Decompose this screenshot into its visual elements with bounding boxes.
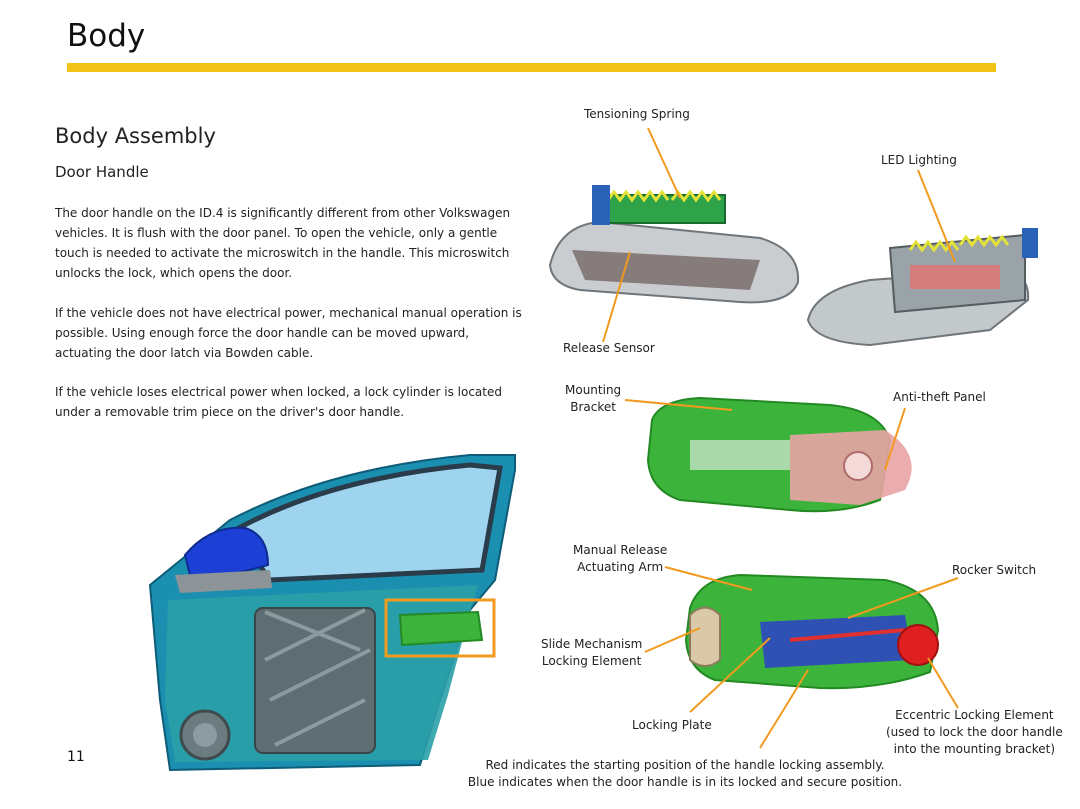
- figure-caption: Red indicates the starting position of t…: [467, 758, 903, 789]
- label-rocker-switch: Rocker Switch: [952, 563, 1037, 577]
- door-illustration: [148, 454, 516, 772]
- leader-lines: [602, 127, 959, 749]
- label-release-sensor: Release Sensor: [563, 341, 655, 355]
- page-number: 11: [67, 749, 85, 765]
- label-locking-plate: Locking Plate: [632, 718, 712, 732]
- paragraph-lock-cylinder: If the vehicle loses electrical power wh…: [55, 385, 502, 419]
- label-mounting-bracket: Mounting Bracket: [565, 383, 622, 414]
- label-tensioning-spring: Tensioning Spring: [584, 107, 690, 121]
- label-anti-theft-panel: Anti-theft Panel: [893, 390, 986, 404]
- label-led-lighting: LED Lighting: [881, 153, 957, 167]
- title-accent-bar: [67, 63, 996, 72]
- page-title: Body: [67, 18, 146, 54]
- handle-rear-illustration: [806, 228, 1038, 347]
- paragraph-intro: The door handle on the ID.4 is significa…: [55, 206, 511, 280]
- section-heading: Body Assembly: [55, 124, 216, 148]
- label-manual-release: Manual Release Actuating Arm: [573, 543, 668, 574]
- paragraph-manual-operation: If the vehicle does not have electrical …: [55, 306, 522, 360]
- subsection-heading: Door Handle: [55, 163, 149, 181]
- locking-mechanism-illustration: [684, 573, 940, 690]
- label-eccentric-locking-element: Eccentric Locking Element (used to lock …: [886, 708, 1063, 756]
- handle-front-illustration: [548, 185, 800, 304]
- mounting-bracket-illustration: [646, 396, 912, 513]
- label-slide-mechanism: Slide Mechanism Locking Element: [541, 637, 643, 668]
